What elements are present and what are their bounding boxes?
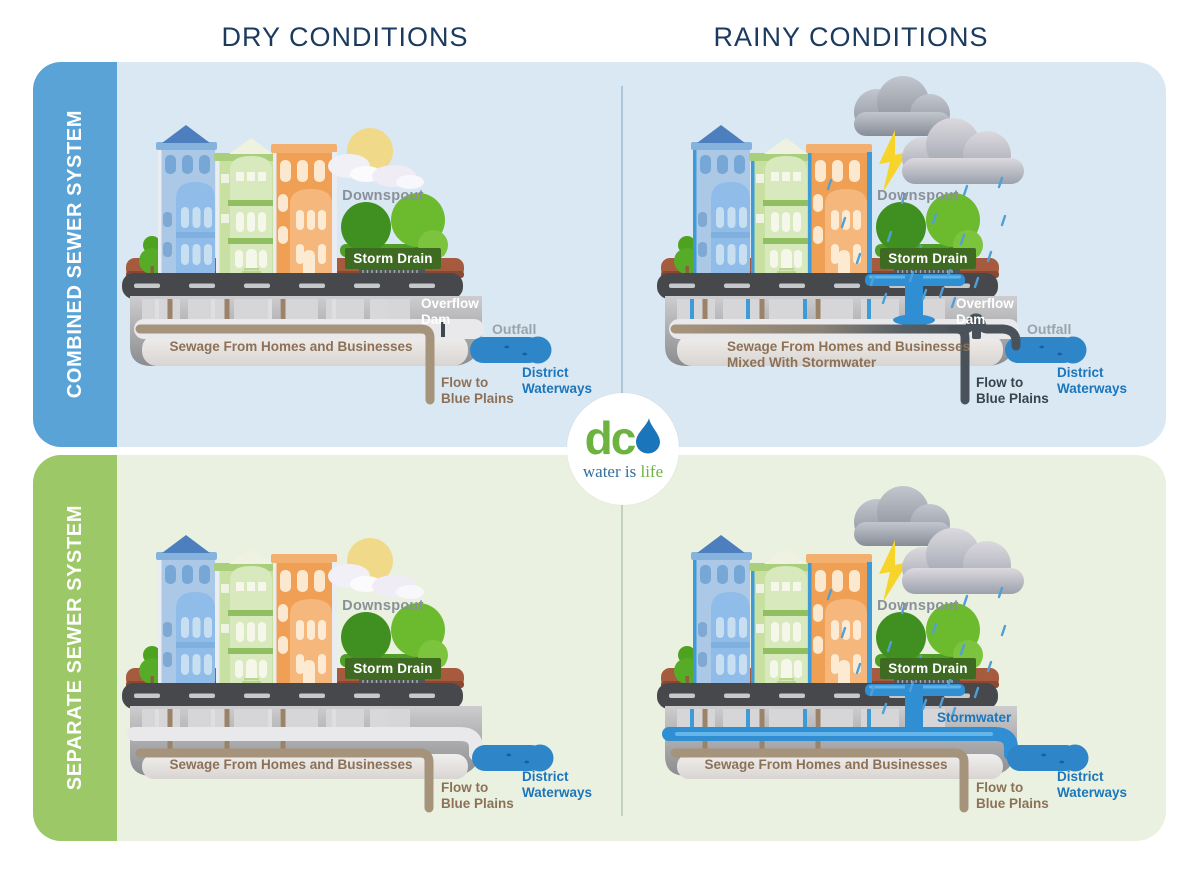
storm-drain-badge: Storm Drain <box>345 248 441 269</box>
quadrant-separate-dry: Downspout Storm Drain Sewage From Homes … <box>120 472 620 857</box>
storm-drain-badge: Storm Drain <box>880 248 976 269</box>
column-divider-bottom <box>621 480 623 816</box>
logo-dc-text: dc <box>584 412 637 465</box>
dc-water-logo: dc water is life <box>567 393 679 505</box>
label-sewage-flow: Sewage From Homes and Businesses <box>169 757 413 772</box>
quadrant-combined-dry: Downspout Storm Drain Overflow Dam Outfa… <box>120 62 620 447</box>
water-droplet-icon <box>634 417 661 459</box>
storm-drain-badge: Storm Drain <box>345 658 441 679</box>
label-outfall: Outfall <box>1027 321 1072 337</box>
label-sewage-flow: Sewage From Homes and Businesses <box>704 757 948 772</box>
label-downspout: Downspout <box>342 598 424 614</box>
label-flow-to-blue-plains: Flow to Blue Plains <box>441 375 514 407</box>
label-flow-to-blue-plains: Flow to Blue Plains <box>441 780 514 812</box>
label-flow-to-blue-plains: Flow to Blue Plains <box>976 375 1049 407</box>
label-overflow-dam: Overflow Dam <box>421 296 479 327</box>
label-stormwater: Stormwater <box>937 710 1012 725</box>
header-dry-conditions: DRY CONDITIONS <box>221 22 469 52</box>
storm-drain-badge: Storm Drain <box>880 658 976 679</box>
label-district-waterways: District Waterways <box>1057 769 1128 801</box>
cityscape-illustration <box>120 472 620 857</box>
label-outfall: Outfall <box>492 321 537 337</box>
label-overflow-dam: Overflow Dam <box>956 296 1014 327</box>
label-downspout: Downspout <box>877 188 959 204</box>
logo-tagline: water is life <box>582 461 664 481</box>
quadrant-combined-rainy: Downspout Storm Drain Overflow Dam Outfa… <box>655 62 1155 447</box>
label-downspout: Downspout <box>342 188 424 204</box>
label-downspout: Downspout <box>877 598 959 614</box>
sidebar-label-combined: COMBINED SEWER SYSTEM <box>63 110 86 399</box>
label-sewage-flow: Sewage From Homes and Businesses <box>169 339 413 354</box>
sidebar-tab-separate: SEPARATE SEWER SYSTEM <box>33 455 117 841</box>
cityscape-illustration <box>120 62 620 447</box>
label-district-waterways: District Waterways <box>522 769 593 801</box>
label-flow-to-blue-plains: Flow to Blue Plains <box>976 780 1049 812</box>
sidebar-tab-combined: COMBINED SEWER SYSTEM <box>33 62 117 447</box>
label-sewage-mixed-flow: Sewage From Homes and Businesses Mixed W… <box>727 339 971 371</box>
column-divider-top <box>621 86 623 422</box>
quadrant-separate-rainy: Downspout Storm Drain Stormwater Sewage … <box>655 472 1155 857</box>
sidebar-label-separate: SEPARATE SEWER SYSTEM <box>63 505 86 791</box>
header-rainy-conditions: RAINY CONDITIONS <box>713 22 989 52</box>
label-district-waterways: District Waterways <box>1057 365 1128 397</box>
label-district-waterways: District Waterways <box>522 365 593 397</box>
